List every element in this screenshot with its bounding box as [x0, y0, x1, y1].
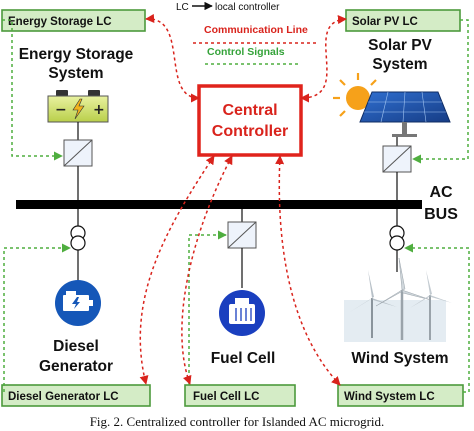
- control-line-diesel: [3, 243, 71, 392]
- diesel-label-2: Generator: [39, 358, 113, 375]
- lc-fuel-cell-label: Fuel Cell LC: [193, 391, 259, 403]
- figure-caption: Fig. 2. Centralized controller for Islan…: [90, 414, 385, 429]
- solar-panel-icon: [359, 91, 451, 137]
- legend-lc-meaning: local controller: [215, 2, 280, 13]
- comm-line-diesel: [139, 155, 215, 385]
- wind-system-label: Wind System: [351, 350, 448, 367]
- dc-ac-converter-icon-storage: [63, 139, 93, 167]
- energy-storage-system-label-2: System: [48, 65, 103, 82]
- comm-line-fuelcell: [181, 155, 233, 385]
- energy-storage-system-label-1: Energy Storage: [19, 46, 134, 63]
- fuel-cell-label: Fuel Cell: [211, 350, 276, 367]
- lc-energy-storage: Energy Storage LC: [1, 9, 146, 32]
- comm-line-storage: [145, 13, 200, 103]
- fuel-cell-icon: [219, 290, 265, 336]
- ac-bus-label-1: AC: [429, 184, 453, 201]
- central-controller: Central Controller: [197, 84, 303, 157]
- svg-text:−: −: [55, 102, 67, 118]
- lc-wind-system-label: Wind System LC: [344, 391, 435, 403]
- battery-icon: − +: [47, 90, 109, 123]
- legend: LC local controller Communication Line C…: [176, 1, 316, 65]
- svg-text:+: +: [93, 102, 105, 118]
- transformer-icon-wind: [389, 225, 405, 251]
- lc-fuel-cell: Fuel Cell LC: [184, 384, 296, 407]
- lc-energy-storage-label: Energy Storage LC: [8, 16, 112, 28]
- comm-line-wind: [275, 155, 341, 386]
- lc-wind-system: Wind System LC: [337, 384, 464, 407]
- dc-ac-converter-icon-solar: [382, 145, 412, 173]
- legend-control-signals: Control Signals: [207, 46, 285, 58]
- control-line-wind: [404, 243, 470, 393]
- diesel-generator-icon: [55, 280, 101, 326]
- transformer-icon-diesel: [70, 225, 86, 251]
- lc-solar-pv: Solar PV LC: [345, 9, 461, 32]
- wind-turbines-icon: [344, 257, 452, 342]
- communication-lines: [139, 13, 347, 386]
- lc-diesel-generator-label: Diesel Generator LC: [8, 391, 119, 403]
- comm-line-solar: [300, 15, 347, 103]
- diesel-label-1: Diesel: [53, 338, 99, 355]
- lc-solar-pv-label: Solar PV LC: [352, 16, 418, 28]
- solar-pv-system-label-2: System: [372, 56, 427, 73]
- legend-communication-line: Communication Line: [204, 24, 308, 36]
- legend-lc-abbrev: LC: [176, 2, 189, 13]
- solar-pv-system-label-1: Solar PV: [368, 37, 432, 54]
- control-line-solar: [412, 19, 469, 164]
- lc-diesel-generator: Diesel Generator LC: [1, 384, 151, 407]
- control-line-storage: [2, 19, 63, 161]
- ac-bus: [16, 200, 422, 209]
- ac-bus-label-2: BUS: [424, 206, 458, 223]
- central-controller-line1: Central: [222, 102, 277, 119]
- dc-ac-converter-icon-fuelcell: [227, 221, 257, 249]
- central-controller-line2: Controller: [212, 123, 288, 140]
